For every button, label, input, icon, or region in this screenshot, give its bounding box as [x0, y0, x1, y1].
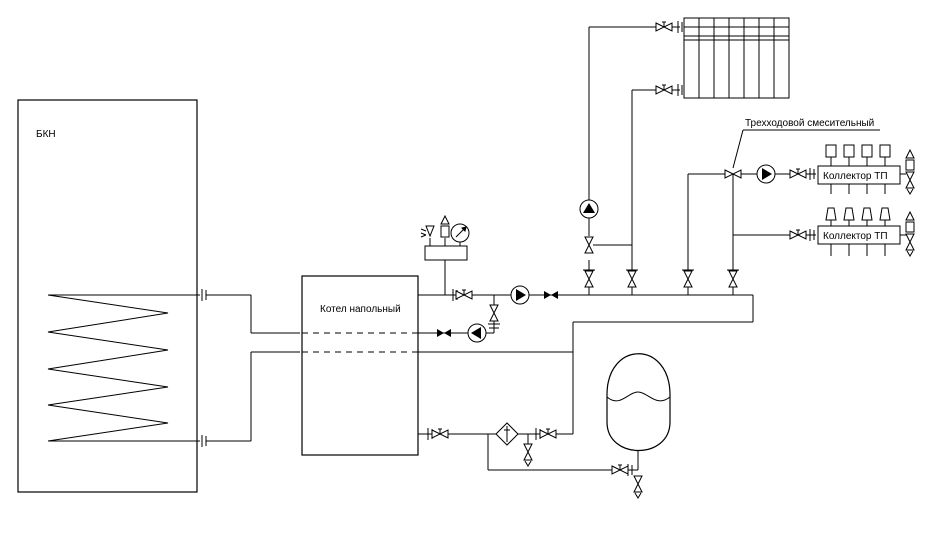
expansion-vessel-valve — [611, 464, 629, 475]
filter-drain — [523, 443, 533, 467]
safety-valve-icon — [425, 225, 435, 238]
riser-valve-3 — [683, 270, 693, 288]
manifold-2-air-vent — [905, 221, 915, 233]
return-valve — [431, 428, 449, 439]
storage-tank: БКН — [17, 99, 200, 493]
manifold-2-valve — [789, 229, 807, 240]
radiator-three-way-valve — [584, 236, 594, 254]
boiler-label: Котел напольный — [320, 304, 401, 315]
boiler-loop-pump — [467, 323, 487, 343]
manifold-2: Коллектор ТП — [817, 207, 901, 256]
tank-coil — [47, 294, 169, 442]
supply-check-valve — [544, 291, 558, 299]
supply-valve-1 — [455, 289, 473, 300]
tank-coil-union-top — [201, 288, 207, 302]
manifold-1-drain — [905, 171, 915, 195]
manifold-1-valve — [789, 168, 807, 179]
radiator-pump — [579, 199, 599, 219]
filter-valve — [539, 428, 557, 439]
air-vent-icon — [440, 225, 450, 238]
riser-valve-1 — [584, 270, 594, 288]
return-check-valve — [437, 329, 451, 337]
manifold-2-drain — [905, 233, 915, 257]
filter — [495, 422, 519, 446]
radiator — [683, 17, 790, 99]
radiator-supply-valve — [655, 21, 673, 32]
floor-boiler: Котел напольный — [301, 275, 419, 456]
tank-label: БКН — [36, 129, 56, 140]
mixing-valve-label: Трехходовой смесительный — [745, 118, 874, 129]
manifold-2-label: Коллектор ТП — [823, 231, 888, 242]
manifold-1-air-vent — [905, 159, 915, 171]
expansion-vessel — [606, 353, 671, 452]
bypass-valve — [489, 304, 499, 322]
manifold-1-label: Коллектор ТП — [823, 171, 888, 182]
safety-group — [424, 245, 468, 261]
manifold-1: Коллектор ТП — [817, 144, 901, 194]
expansion-vessel-drain — [633, 475, 643, 499]
floor-heating-pump — [756, 164, 776, 184]
supply-pump — [510, 285, 530, 305]
radiator-return-valve — [655, 84, 673, 95]
riser-valve-2 — [627, 270, 637, 288]
tank-coil-union-bottom — [201, 434, 207, 448]
riser-valve-4 — [728, 270, 738, 288]
